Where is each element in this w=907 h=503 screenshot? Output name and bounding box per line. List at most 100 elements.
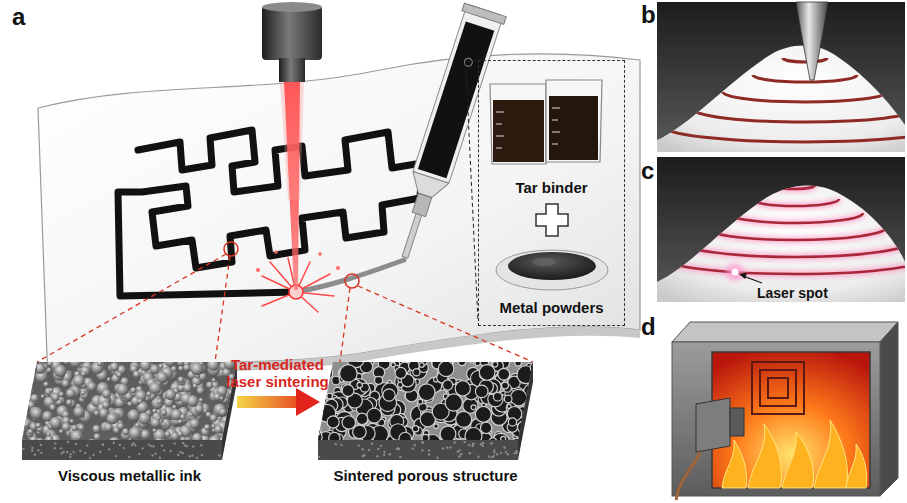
photo-laser [732,269,739,276]
photo-printing [657,2,907,152]
micrograph-image [226,428,237,440]
micrograph-image [200,444,202,446]
micrograph-image [443,380,453,390]
micrograph-image [189,418,200,429]
micrograph-image [446,446,448,448]
micrograph-image [395,367,406,378]
micrograph-image [40,444,42,446]
micrograph-image [318,391,323,406]
micrograph-image [210,414,218,422]
micrograph-image [122,428,129,435]
micrograph-image [30,394,38,402]
micrograph-image [102,444,104,446]
micrograph-image [128,456,130,458]
micrograph-image [152,445,154,447]
powder-dish [508,252,596,280]
furnace-camera [676,452,700,500]
micrograph-image [94,411,99,416]
micrograph-image [438,362,454,377]
photo-printing [663,58,907,142]
tar-beakers [552,132,560,133]
furnace-camera [730,408,744,436]
micrograph-image [149,382,161,394]
micrograph-image [196,457,198,459]
micrograph-image [49,404,56,411]
micrograph-image [30,407,42,419]
micrograph-image [318,362,533,440]
micrograph-image [72,451,74,453]
micrograph-image [367,408,382,423]
micrograph-image [383,454,385,456]
micrograph-image [46,432,51,437]
laser-sparks [318,252,322,256]
micrograph-image [36,423,41,428]
micrograph-image [468,362,476,363]
micrograph-image [181,452,183,454]
micrograph-image [150,365,160,375]
micrograph-image [440,426,456,442]
micrograph-image [76,435,81,440]
micrograph-image [148,443,150,445]
micrograph-image [358,444,360,446]
micrograph-image [22,404,29,412]
micrograph-image [154,453,156,455]
micrograph-image [61,379,69,387]
zoom-markers [37,254,533,362]
micrograph-image [172,405,177,410]
micrograph-image [197,387,205,395]
leader-arrow [739,273,762,283]
zoom-markers [37,242,533,362]
micrograph-image [490,442,492,444]
micrograph-image [515,452,517,454]
micrograph-image [81,372,86,377]
micrograph-image [151,454,153,456]
micrograph-image [458,455,460,457]
micrograph-image [368,449,370,451]
micrograph-image [371,443,373,445]
micrograph-image [25,383,33,391]
micrograph-image [479,365,495,381]
micrograph-image [184,444,186,446]
micrograph-image [472,443,474,445]
process-arrow [237,396,300,408]
micrograph-image [165,431,171,437]
micrograph-image [334,443,336,445]
micrograph-image [532,388,533,398]
printed-coil [752,362,804,414]
micrograph-image [472,443,474,445]
tar-beakers [496,148,502,149]
leader-arrow [739,273,747,279]
zoom-markers [37,254,226,362]
tar-beakers [546,80,602,162]
micrograph-image [169,450,171,452]
laser-head [262,2,322,12]
micrograph-image [165,389,176,400]
micrograph-image [171,366,177,372]
micrograph-image [22,440,222,460]
micrograph-image [62,451,64,453]
micrograph-image [389,453,391,455]
micrograph-image [189,413,193,417]
micrograph-image [340,365,358,383]
micrograph-image [219,396,223,400]
micrograph-image [31,447,33,449]
furnace [672,322,898,342]
micrograph-image [22,362,237,462]
micrograph-image [232,435,237,442]
laser-sparks [336,266,340,270]
micrograph-image [468,444,470,446]
photo-printing [723,92,887,102]
micrograph-image [398,448,400,450]
micrograph-image [152,409,157,414]
micrograph-image [233,411,237,415]
micrograph-image [362,455,364,457]
photo-laser [751,199,839,206]
micrograph-image [162,422,166,426]
micrograph-image [481,422,492,433]
powder-dish [496,250,608,290]
micrograph-image [515,362,522,366]
micrograph-image [31,449,33,451]
micrograph-image [493,449,495,451]
furnace-camera [676,398,744,500]
photo-printing [783,58,827,62]
